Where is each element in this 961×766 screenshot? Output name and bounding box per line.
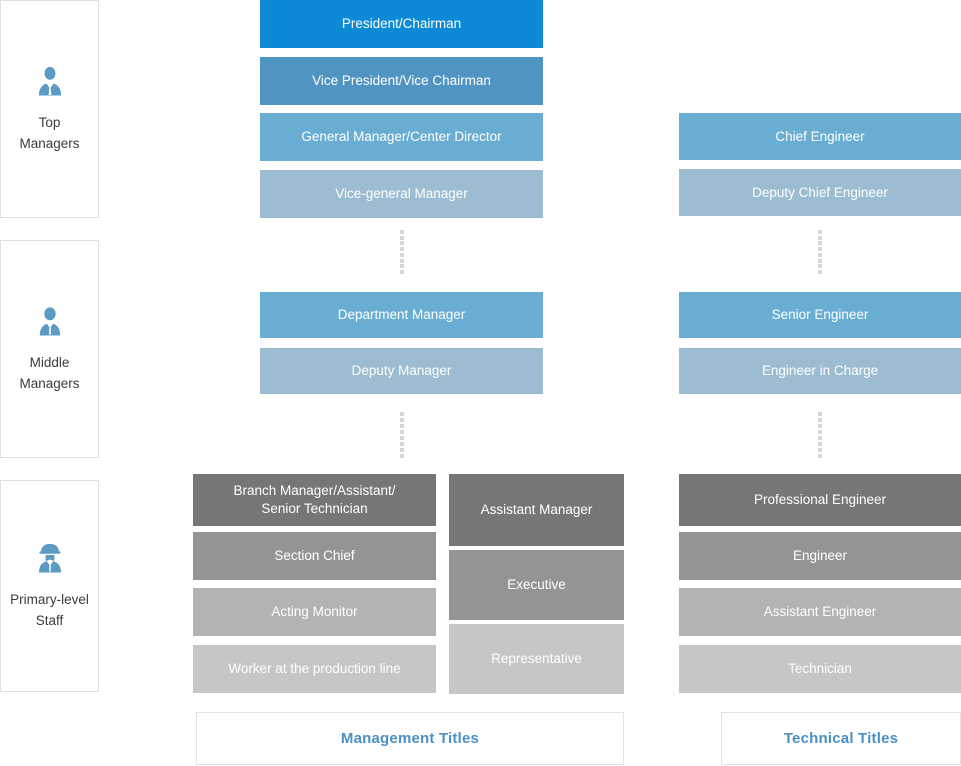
title-box[interactable]: General Manager/Center Director [260,113,543,161]
title-box[interactable]: Professional Engineer [679,474,961,526]
level-card-label: Top Managers [19,115,80,151]
level-card-label: Primary-level Staff [10,592,89,628]
title-box[interactable]: Vice President/Vice Chairman [260,57,543,105]
title-box[interactable]: President/Chairman [260,0,543,48]
title-box[interactable]: Department Manager [260,292,543,338]
title-box[interactable]: Assistant Engineer [679,588,961,636]
title-box[interactable]: Acting Monitor [193,588,436,636]
title-box[interactable]: Vice-general Manager [260,170,543,218]
legend-technical-titles[interactable]: Technical Titles [721,712,961,765]
connector-management-middle-to-bottom [400,412,404,458]
title-box[interactable]: Assistant Manager [449,474,624,546]
title-box[interactable]: Branch Manager/Assistant/ Senior Technic… [193,474,436,526]
title-box[interactable]: Worker at the production line [193,645,436,693]
title-box[interactable]: Chief Engineer [679,113,961,160]
connector-management-top-to-middle [400,230,404,274]
title-box[interactable]: Representative [449,624,624,694]
legend-label: Management Titles [340,730,480,747]
title-box[interactable]: Deputy Manager [260,348,543,394]
title-box[interactable]: Section Chief [193,532,436,580]
title-box[interactable]: Technician [679,645,961,693]
executive-person-icon [33,64,67,98]
title-box[interactable]: Deputy Chief Engineer [679,169,961,216]
title-box[interactable]: Engineer in Charge [679,348,961,394]
connector-technical-top-to-middle [818,230,822,274]
level-card-label: Middle Managers [19,355,80,391]
manager-person-icon [33,304,67,338]
title-box[interactable]: Engineer [679,532,961,580]
title-box[interactable]: Senior Engineer [679,292,961,338]
level-card-primary-level-staff[interactable]: Primary-level Staff [0,480,99,692]
legend-management-titles[interactable]: Management Titles [196,712,624,765]
level-card-middle-managers[interactable]: Middle Managers [0,240,99,458]
connector-technical-middle-to-bottom [818,412,822,458]
title-box[interactable]: Executive [449,550,624,620]
level-card-top-managers[interactable]: Top Managers [0,0,99,218]
worker-person-icon [33,541,67,575]
legend-label: Technical Titles [783,730,899,747]
